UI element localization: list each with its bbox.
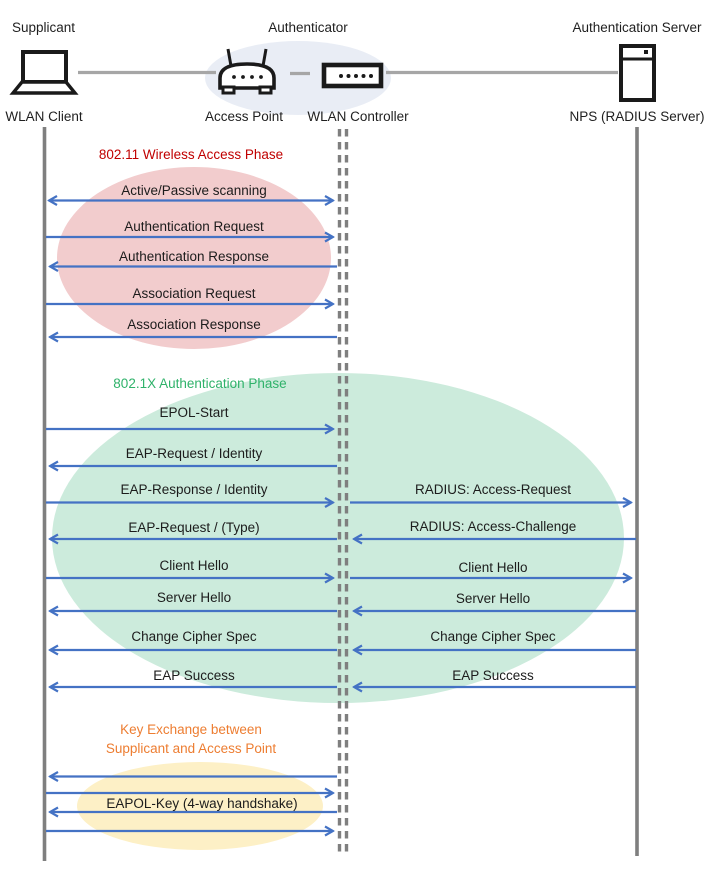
- message-label: Server Hello: [455, 591, 531, 606]
- message-label: EAPOL-Key (4-way handshake): [106, 796, 298, 811]
- message-label: EAP-Response / Identity: [120, 482, 268, 497]
- message-label: EAP-Request / Identity: [125, 446, 263, 461]
- message-label: EAP Success: [153, 668, 235, 683]
- message-label: Association Request: [132, 286, 256, 301]
- message-label: EPOL-Start: [159, 405, 229, 420]
- message-label: EAP Success: [452, 668, 534, 683]
- phase2-client-arrows: [46, 429, 337, 687]
- message-label: Client Hello: [159, 558, 229, 573]
- message-label: Client Hello: [458, 560, 528, 575]
- device-access-point: Access Point: [204, 109, 284, 124]
- wlan-controller-icon: [321, 62, 384, 89]
- phase3-ellipse: [77, 762, 323, 850]
- phase3-title-line2: Supplicant and Access Point: [105, 741, 277, 756]
- role-authentication-server: Authentication Server: [572, 20, 702, 35]
- device-wlan-controller: WLAN Controller: [307, 109, 409, 124]
- authenticator-group-ellipse: [205, 41, 391, 115]
- message-label: Authentication Response: [118, 249, 270, 264]
- role-supplicant: Supplicant: [12, 20, 76, 35]
- phase3-title-line1: Key Exchange between: [120, 722, 262, 737]
- phase2-title: 802.1X Authentication Phase: [113, 376, 287, 391]
- device-nps-radius-server: NPS (RADIUS Server): [569, 109, 705, 124]
- topology-connector-line: [78, 70, 618, 76]
- phase3-title: Key Exchange between Supplicant and Acce…: [44, 720, 338, 758]
- laptop-icon: [9, 50, 79, 95]
- message-label: Server Hello: [156, 590, 232, 605]
- message-label: RADIUS: Access-Request: [414, 482, 572, 497]
- message-label: RADIUS: Access-Challenge: [409, 519, 577, 534]
- device-wlan-client: WLAN Client: [5, 109, 83, 124]
- message-label: Active/Passive scanning: [121, 183, 267, 198]
- phase2-server-arrows: [350, 503, 636, 688]
- phase3-arrows: [46, 777, 337, 832]
- server-icon: [619, 44, 656, 102]
- message-label: Association Response: [127, 317, 261, 332]
- message-label: Change Cipher Spec: [131, 629, 257, 644]
- message-label: Authentication Request: [124, 219, 264, 234]
- phase1-title: 802.11 Wireless Access Phase: [98, 147, 284, 162]
- access-point-icon: [218, 48, 276, 95]
- controller-double-dashed-lifeline: [337, 129, 349, 852]
- message-label: EAP-Request / (Type): [128, 520, 260, 535]
- role-authenticator: Authenticator: [268, 20, 348, 35]
- phase1-arrows: [46, 201, 337, 338]
- message-label: Change Cipher Spec: [430, 629, 556, 644]
